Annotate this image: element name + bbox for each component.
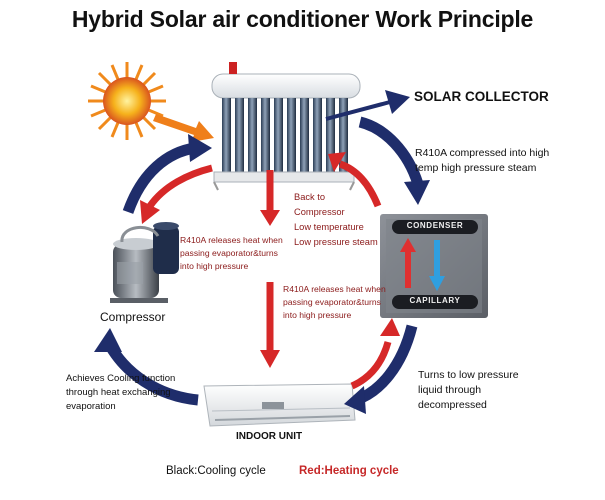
- indoor-unit-image: [204, 384, 355, 426]
- capillary-label: CAPILLARY: [392, 296, 478, 305]
- back-to-compressor-line: Low temperature: [294, 220, 394, 235]
- sunlight-arrow: [153, 114, 214, 142]
- r410a-compressed-label: R410A compressed into high temp high pre…: [415, 146, 565, 176]
- solar-collector-image: [212, 62, 360, 190]
- back-to-compressor-label: Back to Compressor Low temperature Low p…: [294, 190, 394, 250]
- back-to-compressor-line: Low pressure steam: [294, 235, 394, 250]
- sun-icon: [88, 62, 166, 140]
- legend-cooling: Black:Cooling cycle: [166, 465, 266, 477]
- legend-heating: Red:Heating cycle: [299, 465, 399, 477]
- back-to-compressor-line: Compressor: [294, 205, 394, 220]
- compressor-image: [110, 222, 179, 303]
- page-title: Hybrid Solar air conditioner Work Princi…: [0, 6, 605, 33]
- evaporator-left-label: R410A releases heat when passing evapora…: [180, 234, 284, 273]
- compressor-label: Compressor: [100, 310, 165, 324]
- back-to-compressor-line: Back to: [294, 190, 394, 205]
- indoor-unit-label: INDOOR UNIT: [236, 431, 302, 442]
- turns-low-pressure-label: Turns to low pressure liquid through dec…: [418, 368, 538, 413]
- condenser-label: CONDENSER: [392, 221, 478, 230]
- evaporator-center-label: R410A releases heat when passing evapora…: [283, 283, 387, 322]
- achieves-cooling-label: Achieves Cooling function through heat e…: [66, 372, 184, 414]
- solar-collector-label: SOLAR COLLECTOR: [414, 89, 549, 104]
